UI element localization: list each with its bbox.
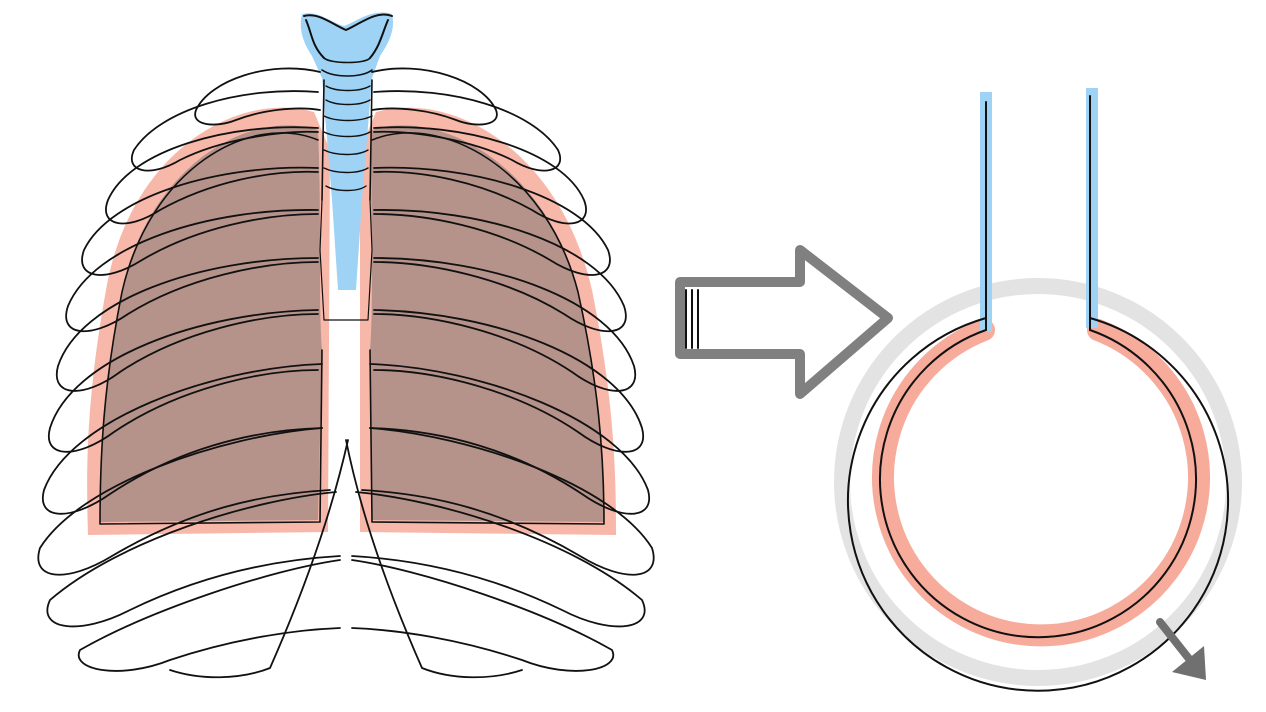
right-lung: [370, 125, 604, 522]
balloon-model: [834, 88, 1242, 692]
transition-arrow-icon: [675, 245, 893, 399]
expansion-arrow-icon: [1156, 618, 1206, 680]
rib-cage: [37, 67, 655, 679]
outer-wall-shadow: [834, 278, 1242, 686]
chest-anatomy: [37, 12, 655, 679]
balloon-pleura: [872, 319, 1210, 647]
lung-outlines: [99, 132, 605, 525]
trachea-outline: [303, 13, 393, 321]
